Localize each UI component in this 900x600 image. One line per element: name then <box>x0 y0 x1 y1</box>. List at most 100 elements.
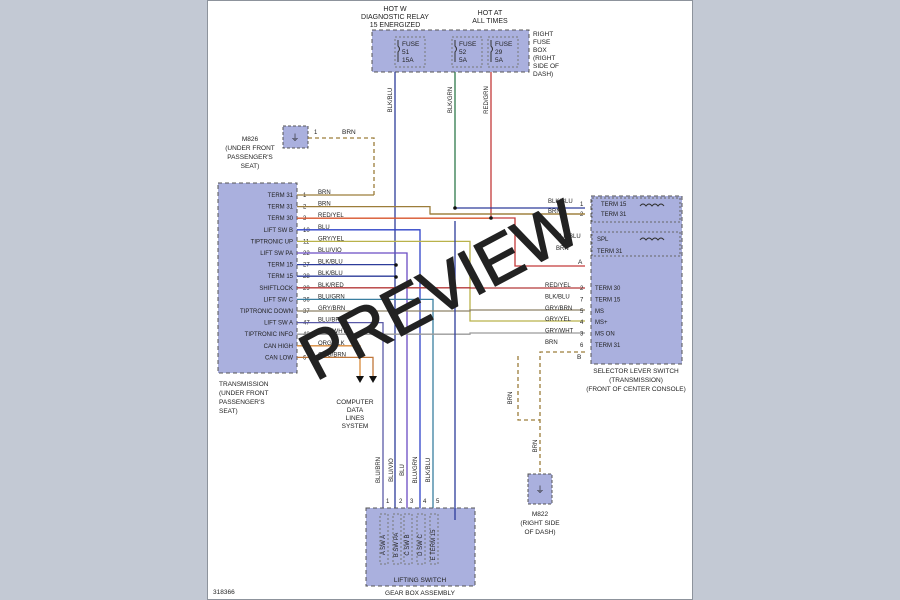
fuse-box-label-1: RIGHT <box>533 31 553 38</box>
transmission-pin-label: LIFT SW B <box>264 228 293 234</box>
selector-pin: 2 <box>580 286 584 292</box>
transmission-pin-number: 47 <box>303 321 310 327</box>
transmission-pin-number: 6 <box>303 355 307 361</box>
transmission-pin-label: TERM 31 <box>268 205 294 211</box>
gearbox-pin-label: E TERM 15 <box>431 529 437 561</box>
selector-label-1: SELECTOR LEVER SWITCH <box>593 368 679 375</box>
transmission-wire-label: GRY/BRN <box>318 306 345 312</box>
wire-junction <box>489 216 493 220</box>
transmission-pin-label: CAN LOW <box>265 355 293 361</box>
transmission-wire-label: BLU/VIO <box>318 248 342 254</box>
ground-m826-connector <box>282 125 309 149</box>
gearbox-pin-slot <box>403 513 413 565</box>
gearbox-wire-label: BLU/VIO <box>389 458 395 482</box>
transmission-wire <box>297 275 397 277</box>
m826-label-4: SEAT) <box>241 163 260 170</box>
gearbox-pin-label: B SW PA <box>394 533 400 558</box>
selector-pin: 4 <box>580 320 584 326</box>
fuse-box-label-3: BOX <box>533 47 547 54</box>
gearbox-wire-label: BLU <box>400 464 406 476</box>
transmission-wire-label: BLK/BLU <box>318 271 343 277</box>
selector-top-label: TERM 31 <box>601 212 627 218</box>
hot-at-header-2: ALL TIMES <box>472 18 508 25</box>
transmission-pin-label: TERM 30 <box>268 216 294 222</box>
gearbox-title: GEAR BOX ASSEMBLY <box>385 590 456 597</box>
fuse-box-label-6: DASH) <box>533 71 553 78</box>
resistor-1 <box>639 203 665 207</box>
gearbox-assembly <box>365 507 476 587</box>
selector-pin-label: MS+ <box>595 320 608 326</box>
selector-wire-label: BRN <box>545 340 558 346</box>
fuse-52-name: FUSE <box>459 41 477 48</box>
transmission-wire <box>297 252 408 520</box>
fuse-51-rating: 15A <box>402 57 414 64</box>
selector-wire-label: RED/YEL <box>545 283 571 289</box>
fuse-29: FUSE 29 5A <box>487 36 519 68</box>
m826-wire-label: BRN <box>342 129 356 136</box>
m826-pin: 1 <box>314 130 318 136</box>
gearbox-subtitle: LIFTING SWITCH <box>394 577 447 584</box>
transmission-wire-label: BLU/GRN <box>318 294 345 300</box>
transmission-wire-label: BRN <box>318 202 331 208</box>
fuse-box-label-2: FUSE <box>533 39 551 46</box>
gearbox-pin-slot <box>416 513 426 565</box>
transmission-wire <box>297 356 374 376</box>
transmission-wire-label: BRN <box>318 190 331 196</box>
wire-junction <box>394 263 398 267</box>
transmission-pin-number: 10 <box>303 228 310 234</box>
transmission-pin-label: SHIFTLOCK <box>259 286 293 292</box>
computer-data-line-2: DATA <box>347 407 364 414</box>
transmission-wire-label: BLU <box>318 225 330 231</box>
selector-pin-label: TERM 30 <box>595 286 621 292</box>
gearbox-pin-number: 3 <box>410 499 414 505</box>
selector-wire-label: BLK/BLU <box>545 294 570 300</box>
selector-resistor-box-1 <box>591 197 681 223</box>
selector-wire-label: GRY/BRN <box>545 306 572 312</box>
selector-pin-label: TERM 31 <box>595 343 621 349</box>
selector-resistor-box-2 <box>591 231 681 257</box>
transmission-wire-label: BLU/BRN <box>318 318 344 324</box>
gearbox-pin-label: A SW A <box>381 535 387 555</box>
m826-label-1: M826 <box>242 136 259 143</box>
gearbox-pin-slot <box>379 513 389 565</box>
transmission-pin-number: 29 <box>303 286 310 292</box>
transmission-label-1: TRANSMISSION <box>219 381 269 388</box>
transmission-pin-number: 22 <box>303 251 310 257</box>
computer-data-line-4: SYSTEM <box>342 423 369 430</box>
computer-data-line-3: LINES <box>346 415 365 422</box>
transmission-wire <box>297 298 434 520</box>
fuse-51-number: 51 <box>402 49 410 56</box>
gearbox-pin-slot <box>429 513 439 565</box>
gearbox-pin-number: 1 <box>386 499 390 505</box>
can-high-arrow <box>356 376 364 383</box>
transmission-pin-number: 36 <box>303 297 310 303</box>
fuse-29-name: FUSE <box>495 41 513 48</box>
selector-ground-wire-1: BRN <box>508 392 514 405</box>
fuse-box <box>371 29 530 73</box>
transmission-wire <box>297 321 384 520</box>
selector-top-label: TERM 15 <box>601 202 627 208</box>
transmission-pin-number: 37 <box>303 309 310 315</box>
fuse51-wire-label: BLK/BLU <box>388 88 394 113</box>
selector-pin: 7 <box>580 297 584 303</box>
transmission-module <box>217 182 298 374</box>
gearbox-pin-number: 4 <box>423 499 427 505</box>
fuse-52-number: 52 <box>459 49 467 56</box>
m822-label-3: OF DASH) <box>524 529 555 536</box>
m826-label-3: PASSENGER'S <box>227 154 273 161</box>
m826-symbol: ⏚ <box>290 133 299 143</box>
hot-w-header-1: HOT W <box>383 6 407 13</box>
transmission-pin-label: TERM 15 <box>268 274 294 280</box>
selector-ground-wire-2: BRN <box>533 440 539 453</box>
transmission-pin-label: LIFT SW A <box>264 321 293 327</box>
transmission-pin-number: 48 <box>303 332 310 338</box>
selector-top-wire-label: BRN <box>548 209 561 215</box>
selector-label-3: (FRONT OF CENTER CONSOLE) <box>586 386 686 393</box>
transmission-pin-number: 3 <box>303 216 307 222</box>
selector-wire-label: GRY/YEL <box>545 317 572 323</box>
transmission-pin-number: 5 <box>303 344 307 350</box>
transmission-pin-number: 28 <box>303 274 310 280</box>
